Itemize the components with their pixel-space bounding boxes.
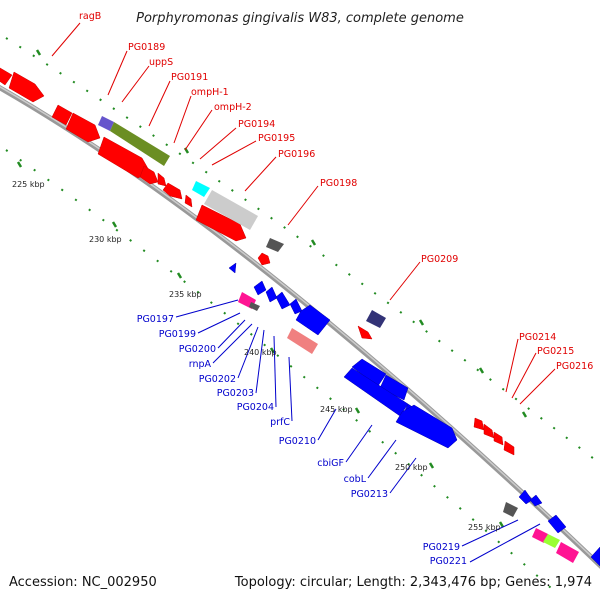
gene-forward[interactable] — [493, 431, 504, 446]
gene-reverse[interactable] — [275, 291, 291, 310]
gene-forward[interactable] — [184, 194, 193, 208]
gene-label[interactable]: PG0195 — [258, 133, 295, 144]
gene-label[interactable]: PG0213 — [351, 489, 388, 500]
gene-reverse[interactable] — [395, 404, 458, 449]
gene-label[interactable]: cbiGF — [317, 458, 344, 469]
feature-magenta[interactable] — [532, 528, 548, 543]
feature-darkgray[interactable] — [266, 238, 284, 252]
gene-label[interactable]: PG0198 — [320, 178, 357, 189]
tick-label: 245 kbp — [320, 405, 353, 414]
tick-label: 250 kbp — [395, 463, 428, 472]
forward-gene-labels: ragB PG0189 uppS PG0191 ompH-1 ompH-2 PG… — [79, 11, 593, 372]
reverse-strand-genes — [228, 262, 600, 567]
gene-label[interactable]: rnpA — [189, 359, 212, 370]
gene-label[interactable]: PG0196 — [278, 149, 315, 160]
gene-forward[interactable] — [157, 172, 167, 187]
feature-navy[interactable] — [366, 310, 386, 328]
gene-forward[interactable] — [51, 104, 73, 126]
gene-forward[interactable] — [162, 182, 183, 200]
forward-label-leaders — [51, 22, 556, 405]
gene-label[interactable]: PG0215 — [537, 346, 574, 357]
feature-darkgray[interactable] — [503, 502, 518, 517]
gene-label[interactable]: PG0194 — [238, 119, 275, 130]
gene-label[interactable]: PG0189 — [128, 42, 165, 53]
map-title: Porphyromonas gingivalis W83, complete g… — [136, 11, 464, 26]
feature-cyan[interactable] — [192, 181, 210, 197]
gene-label[interactable]: PG0200 — [179, 344, 216, 355]
gene-reverse[interactable] — [295, 304, 331, 336]
topology-stats-text: Topology: circular; Length: 2,343,476 bp… — [234, 575, 592, 590]
tick-label: 255 kbp — [468, 523, 501, 532]
gene-label[interactable]: prfC — [270, 417, 290, 428]
gene-reverse[interactable] — [228, 262, 237, 274]
gene-reverse[interactable] — [529, 494, 543, 507]
forward-strand-genes — [0, 65, 515, 456]
gene-reverse[interactable] — [379, 374, 409, 401]
feature-pink[interactable] — [287, 328, 318, 354]
gene-forward[interactable] — [257, 252, 271, 266]
gc-track-outer — [5, 37, 599, 463]
gene-label[interactable]: PG0214 — [519, 332, 556, 343]
gene-forward[interactable] — [483, 423, 495, 439]
feature-lime[interactable] — [543, 534, 560, 548]
gene-forward[interactable] — [357, 325, 373, 340]
gene-label[interactable]: ompH-2 — [214, 102, 252, 113]
feature-olive[interactable] — [110, 122, 170, 166]
gene-forward[interactable] — [0, 65, 13, 86]
reverse-gene-labels: PG0197 PG0199 PG0200 rnpA PG0202 PG0203 … — [137, 314, 467, 567]
gene-label[interactable]: PG0209 — [421, 254, 458, 265]
gene-label[interactable]: PG0197 — [137, 314, 174, 325]
tick-label: 240 kbp — [244, 348, 277, 357]
gene-forward[interactable] — [195, 204, 247, 242]
gene-label[interactable]: ragB — [79, 11, 101, 22]
gene-forward[interactable] — [8, 71, 45, 103]
gene-label[interactable]: PG0204 — [237, 402, 274, 413]
gene-forward[interactable] — [139, 165, 159, 185]
tick-label: 235 kbp — [169, 290, 202, 299]
gene-label[interactable]: ompH-1 — [191, 87, 229, 98]
gene-label[interactable]: PG0219 — [423, 542, 460, 553]
tick-label: 225 kbp — [12, 180, 45, 189]
accession-text: Accession: NC_002950 — [9, 575, 157, 590]
ruler-ticks: 225 kbp 230 kbp 235 kbp 240 kbp 245 kbp … — [12, 180, 501, 532]
feature-darkgray[interactable] — [249, 302, 260, 311]
gene-forward[interactable] — [473, 417, 485, 431]
gene-label[interactable]: PG0199 — [159, 329, 196, 340]
gene-label[interactable]: uppS — [149, 57, 173, 68]
gene-reverse[interactable] — [547, 514, 567, 534]
feature-gray[interactable] — [204, 190, 258, 230]
gene-label[interactable]: PG0221 — [430, 556, 467, 567]
tick-label: 230 kbp — [89, 235, 122, 244]
other-features — [98, 116, 579, 563]
gene-label[interactable]: PG0191 — [171, 72, 208, 83]
reverse-label-leaders — [175, 299, 541, 563]
gc-track-long-ticks — [16, 49, 528, 528]
gene-reverse[interactable] — [265, 286, 278, 303]
gene-forward[interactable] — [503, 440, 515, 456]
gene-reverse[interactable] — [590, 546, 600, 567]
gene-forward[interactable] — [65, 112, 101, 143]
gene-label[interactable]: PG0216 — [556, 361, 593, 372]
gc-track-inner — [5, 149, 561, 597]
feature-magenta[interactable] — [556, 542, 579, 563]
gene-label[interactable]: PG0203 — [217, 388, 254, 399]
gene-label[interactable]: PG0210 — [279, 436, 316, 447]
gene-reverse[interactable] — [253, 280, 267, 296]
gene-label[interactable]: cobL — [344, 474, 367, 485]
gene-label[interactable]: PG0202 — [199, 374, 236, 385]
feature-purple[interactable] — [98, 116, 114, 131]
